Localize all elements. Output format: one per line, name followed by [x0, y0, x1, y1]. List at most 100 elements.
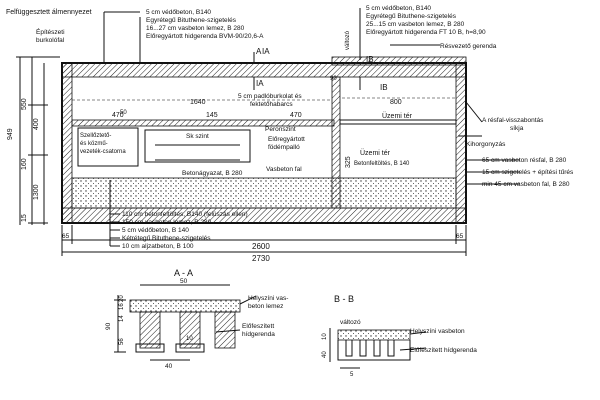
section-marker-ia-lower: IA: [256, 79, 264, 88]
dim-470-a: 470: [112, 112, 124, 119]
label-valtozo: változó: [345, 30, 351, 50]
label-vezetek: vezeték-csatorna: [80, 149, 126, 155]
label-lemez-left: 16...27 cm vasbeton lemez, B 280: [146, 25, 245, 32]
right-room-beam: [339, 119, 457, 125]
aa-label-elofesz-1: Előfeszített: [242, 323, 274, 330]
aa-label-elofesz-2: hídgerenda: [242, 331, 275, 338]
aa-dim-50: 50: [180, 278, 188, 285]
label-padlo: 5 cm padlóburkolat és: [238, 93, 302, 100]
right-wall: [455, 62, 467, 224]
label-lemez-right: 25...15 cm vasbeton lemez, B 280: [366, 21, 465, 28]
aa-dim-56: 56: [119, 338, 125, 345]
section-marker-ia: IA: [262, 47, 270, 56]
dim-65-left: 65: [62, 233, 70, 240]
bb-dim-5: 5: [350, 372, 354, 378]
aa-dim-40: 40: [165, 363, 173, 370]
dim-2730: 2730: [252, 254, 270, 263]
dim-800: 800: [390, 99, 402, 106]
section-aa: A - A: [114, 268, 257, 361]
bb-label-helyszini: Helyszíni vasbeton: [410, 328, 465, 335]
label-sk-szint: Sk szint: [186, 133, 209, 140]
label-burkolofal: burkolófal: [36, 37, 65, 44]
label-peronszint: Peronszint: [265, 126, 296, 133]
dim-1300: 1300: [33, 184, 40, 200]
bb-beams: [337, 340, 411, 361]
label-resvezeto: Résvezető gerenda: [440, 43, 497, 50]
bb-dim-10: 10: [322, 333, 328, 340]
main-cross-section: [16, 8, 520, 256]
label-vedobeton-right: 5 cm védőbeton, B140: [366, 5, 431, 12]
label-resfal: 65 cm vasbeton résfal, B 280: [482, 157, 567, 164]
label-betonfeltoltes: Betonfeltöltés, B 140: [354, 161, 410, 167]
bb-label-valtozo: változó: [340, 319, 361, 326]
aa-dim-10: 10: [186, 336, 193, 342]
section-marker-ib: IB: [366, 55, 374, 64]
vent-channel: [77, 127, 139, 167]
label-vasbeton-fal-right: min 45 cm vasbeton fal, B 280: [482, 181, 570, 188]
dim-1640: 1640: [190, 99, 206, 106]
label-resfal-2: síkja: [510, 125, 524, 132]
dim-949: 949: [7, 128, 14, 140]
section-marker-ib-lower: IB: [380, 83, 388, 92]
aa-slab: [129, 299, 241, 313]
left-wall: [61, 62, 73, 224]
dim-65-right: 65: [456, 233, 464, 240]
dim-2600: 2600: [252, 242, 270, 251]
dim-470-b: 470: [290, 112, 302, 119]
label-betonagyazat: Betonágyazat, B 280: [182, 170, 243, 177]
section-bb-title: B - B: [334, 294, 354, 304]
label-szigeteles: 15 cm szigetelés + építési tűrés: [482, 169, 574, 176]
label-vasbeton-lemez-bottom: 150 cm vasbeton lemez, B 280: [122, 219, 212, 226]
dim-15: 15: [21, 214, 28, 222]
label-vedobeton-left: 5 cm védőbeton, B140: [146, 9, 211, 16]
aa-dim-90: 90: [105, 322, 112, 330]
dim-550: 550: [21, 98, 28, 110]
label-hidgerenda-left: Előregyártott hidgerenda BVM-90/20,6-A: [146, 33, 264, 40]
top-slab-raised: [331, 56, 467, 66]
label-kozmu: és közmű-: [80, 141, 108, 147]
aa-dim-20: 20: [119, 295, 125, 302]
label-vasbeton-fal: Vasbeton fal: [266, 166, 302, 173]
label-resfal-1: A résfal-visszabontás: [482, 117, 544, 124]
label-bitu-left: Egyrétegű Bituthene-szigetelés: [146, 17, 237, 24]
label-epiteszeti: Építészeti: [36, 27, 65, 36]
dim-400: 400: [33, 118, 40, 130]
dim-325: 325: [345, 156, 352, 168]
aa-beam-1: [139, 311, 161, 349]
label-uzemi-2: Üzemi tér: [360, 149, 391, 157]
inner-wall: [331, 76, 341, 209]
label-felfuggesztett: Felfüggesztett álmennyezet: [6, 9, 92, 16]
aa-beam-2: [179, 311, 201, 349]
section-aa-title: A - A: [174, 268, 193, 278]
aa-dim-14: 14: [119, 315, 125, 322]
aa-beam-3: [214, 311, 236, 349]
label-hidgerenda-right: Előregyártott hidgerenda FT 10 B, h=8,90: [366, 29, 486, 36]
bottom-slab: [61, 207, 467, 224]
label-kihorgonyzas: Kihorgonyzás: [466, 141, 506, 148]
bb-slab: [337, 329, 411, 341]
label-bitu-right: Egyrétegű Bituthene-szigetelés: [366, 13, 457, 20]
aa-label-helyszini-1: Helyszíni vas-: [248, 295, 288, 302]
dim-145: 145: [206, 112, 218, 119]
label-bitu-bottom: Kétrétegű Bituthene-szigetelés: [122, 235, 211, 242]
label-aljzatbeton-bottom: 10 cm aljzatbeton, B 100: [122, 243, 194, 250]
bb-label-elofesz: Előfeszített hídgerenda: [410, 347, 477, 354]
dim-50: 50: [120, 110, 127, 116]
label-vedobeton-bottom: 5 cm védőbeton, B 140: [122, 227, 189, 234]
bb-dim-40: 40: [322, 351, 328, 358]
dim-160: 160: [21, 158, 28, 170]
label-eloregyartott: Előregyártott: [268, 136, 305, 143]
aa-label-helyszini-2: beton lemez: [248, 303, 283, 310]
section-bb: B - B: [329, 294, 427, 369]
section-marker-a: A: [256, 47, 262, 56]
track-channel: [144, 129, 251, 163]
bottom-fill: [71, 177, 457, 209]
aa-dim-16: 16: [119, 303, 125, 310]
label-szellozo: Szellőztető-: [80, 133, 111, 139]
label-betonfeltoltes-bottom: 110 cm betonfeltöltés, B140 (felúszás el…: [122, 211, 248, 218]
dim-90: 90: [330, 76, 337, 82]
label-fodempallo: födémpalló: [268, 144, 300, 151]
label-uzemi-1: Üzemi tér: [382, 112, 413, 120]
label-fekte: fektetőhabarcs: [250, 101, 293, 108]
